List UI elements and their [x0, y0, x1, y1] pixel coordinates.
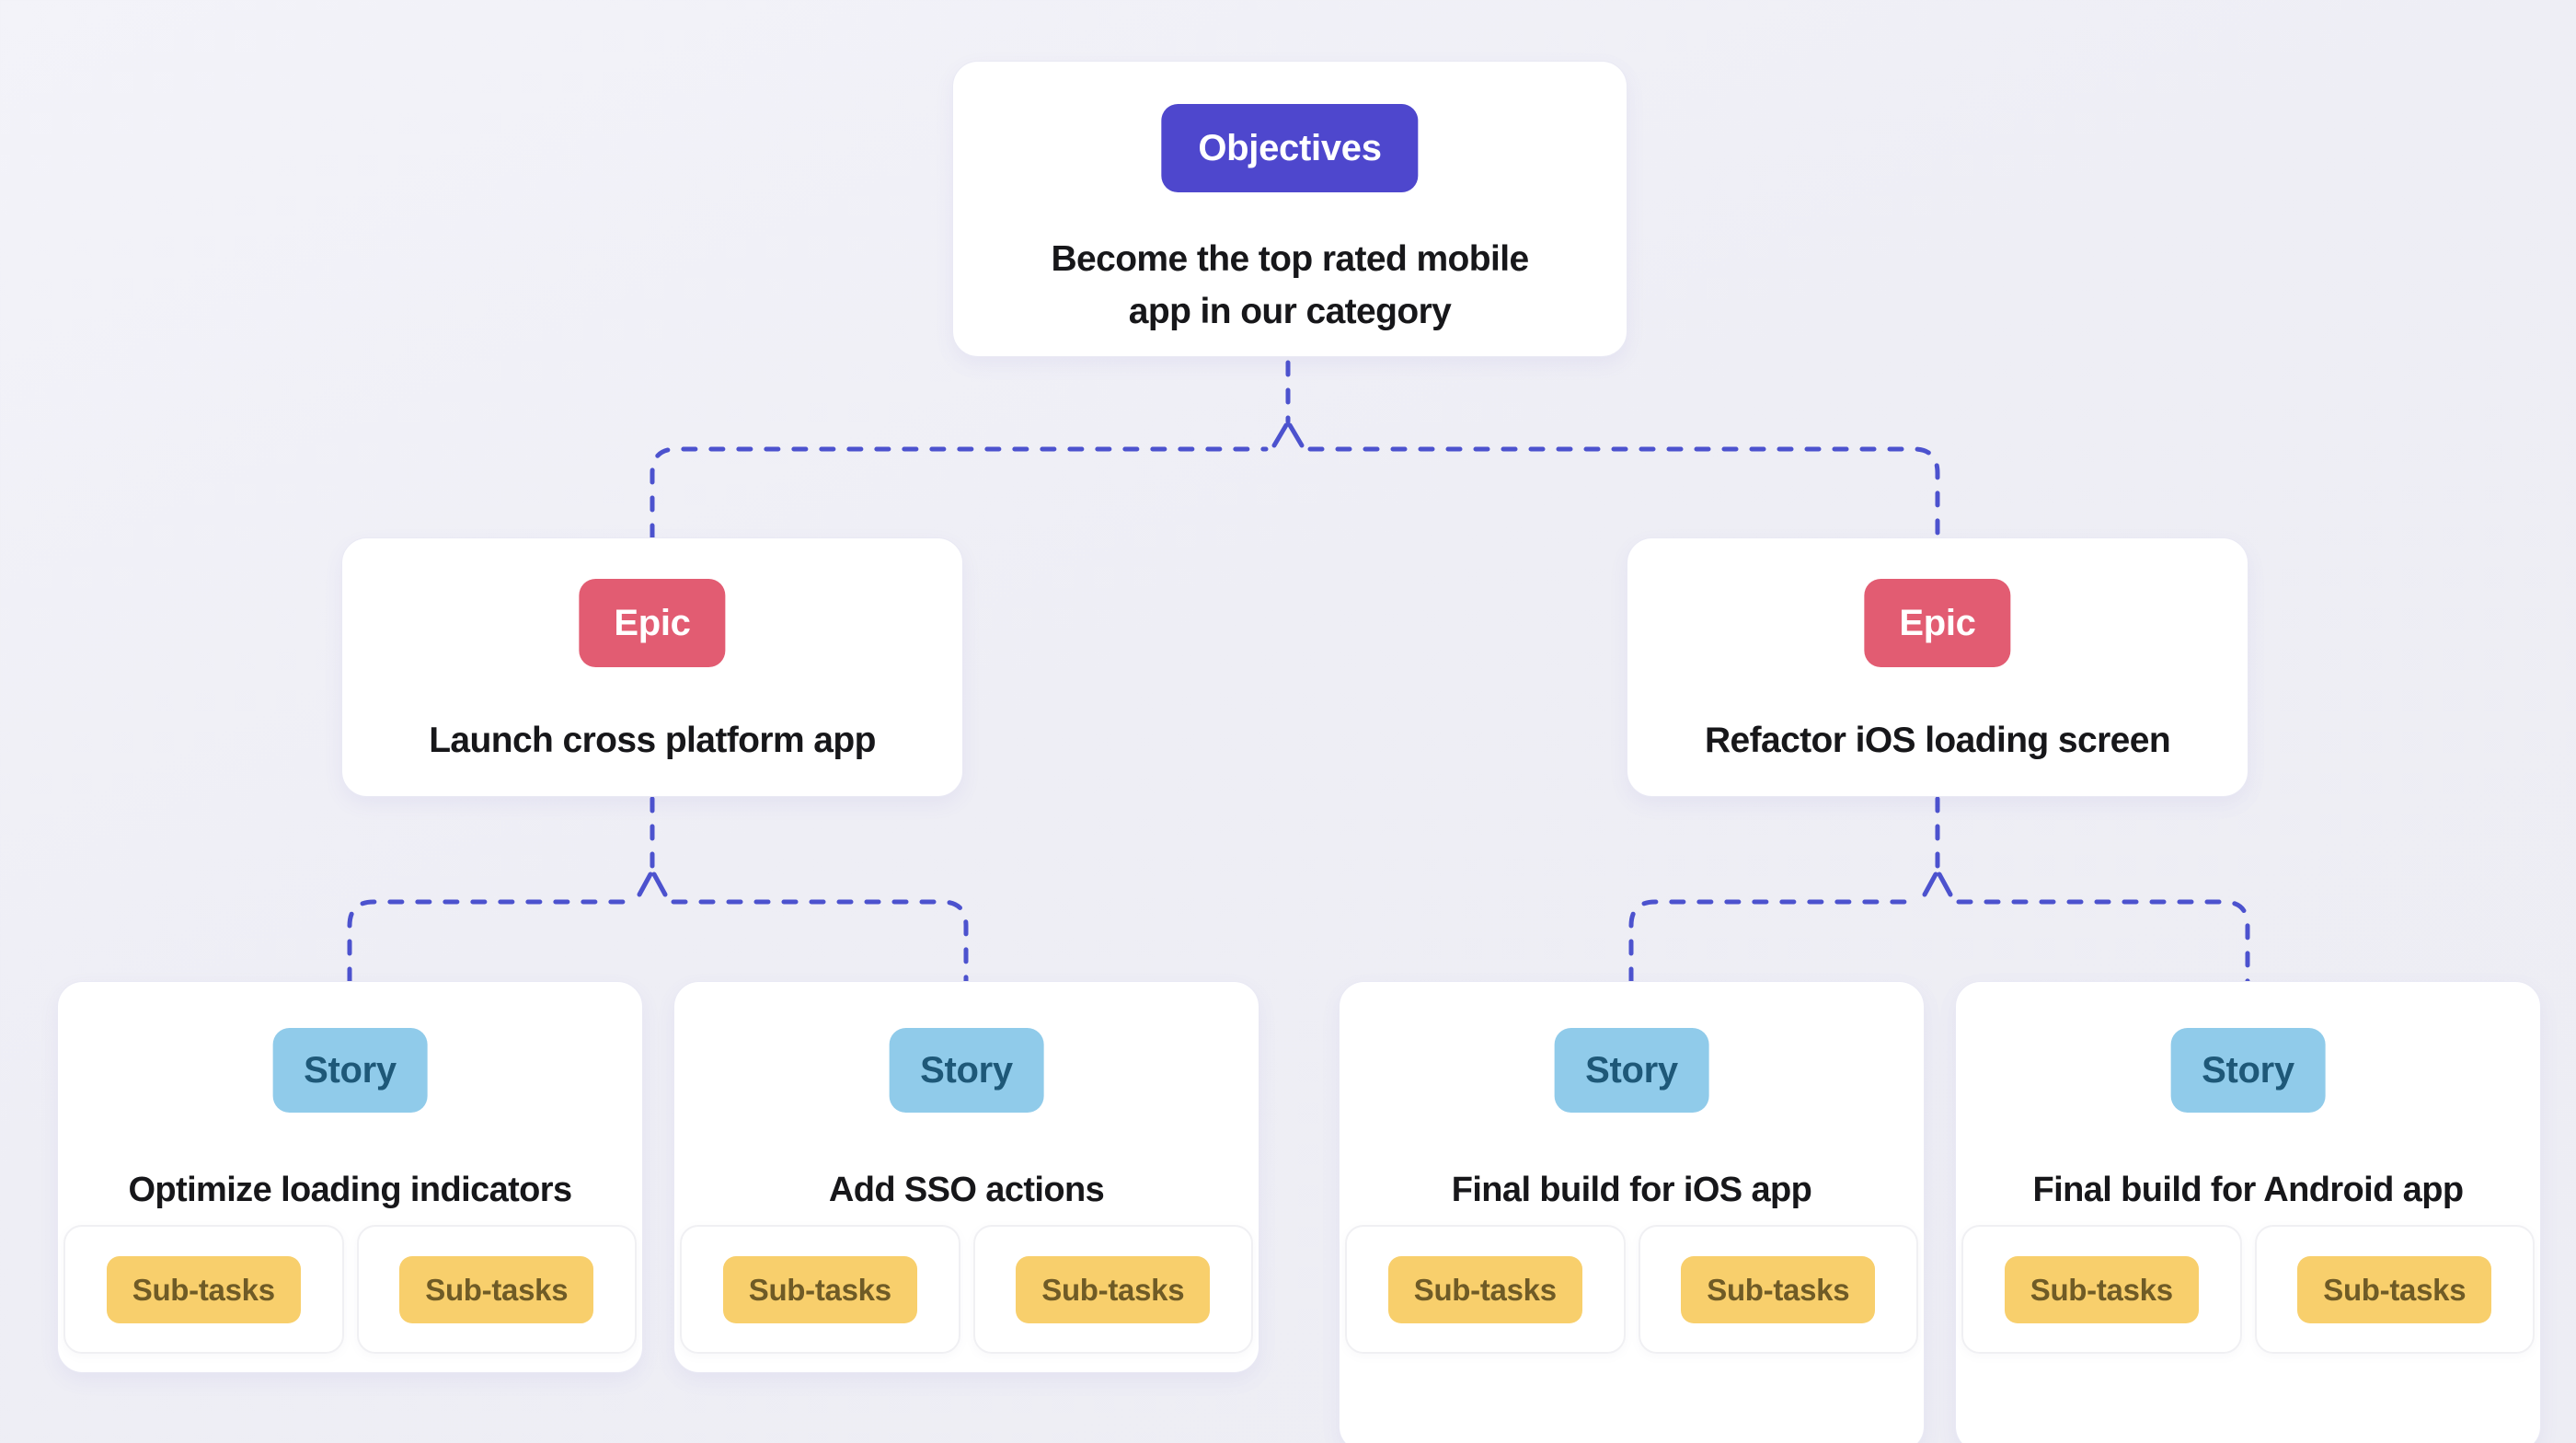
connector-objective-fork-left	[1271, 422, 1289, 448]
connector-rail-story4	[1956, 899, 2250, 984]
story-badge: Story	[1554, 1028, 1709, 1113]
story-card[interactable]: Story Final build for iOS app Sub-tasks …	[1339, 981, 1925, 1443]
connector-rail-epic-left	[650, 446, 1269, 540]
subtask-card[interactable]: Sub-tasks	[1638, 1225, 1918, 1354]
subtask-card[interactable]: Sub-tasks	[2254, 1225, 2535, 1354]
connector-epic2-fork-left	[1922, 872, 1938, 897]
subtask-row: Sub-tasks Sub-tasks	[1345, 1225, 1918, 1354]
subtask-row: Sub-tasks Sub-tasks	[63, 1225, 637, 1354]
connector-epic1-fork-left	[637, 872, 653, 897]
epic-title: Refactor iOS loading screen	[1704, 721, 2171, 760]
subtask-card[interactable]: Sub-tasks	[1961, 1225, 2242, 1354]
objective-title-line1: Become the top rated mobile	[1051, 239, 1529, 279]
story-title: Final build for iOS app	[1451, 1171, 1812, 1209]
subtask-row: Sub-tasks Sub-tasks	[680, 1225, 1253, 1354]
connector-rail-story1	[347, 899, 634, 984]
connector-rail-story3	[1628, 899, 1919, 984]
epic-card[interactable]: Epic Launch cross platform app	[341, 537, 963, 797]
connector-epic2-fork-right	[1937, 872, 1953, 897]
objective-card[interactable]: Objectives Become the top rated mobile a…	[952, 61, 1627, 357]
story-card[interactable]: Story Optimize loading indicators Sub-ta…	[57, 981, 643, 1373]
subtask-card[interactable]: Sub-tasks	[356, 1225, 637, 1354]
subtask-card[interactable]: Sub-tasks	[680, 1225, 960, 1354]
objective-badge: Objectives	[1161, 104, 1419, 192]
subtask-badge: Sub-tasks	[399, 1255, 594, 1323]
connector-rail-epic-right	[1307, 446, 1940, 540]
story-card[interactable]: Story Final build for Android app Sub-ta…	[1955, 981, 2541, 1443]
subtask-badge: Sub-tasks	[2004, 1255, 2199, 1323]
story-title: Add SSO actions	[828, 1171, 1105, 1209]
subtask-card[interactable]: Sub-tasks	[1345, 1225, 1626, 1354]
subtask-badge: Sub-tasks	[1681, 1255, 1876, 1323]
epic-card[interactable]: Epic Refactor iOS loading screen	[1627, 537, 2248, 797]
subtask-badge: Sub-tasks	[1387, 1255, 1582, 1323]
subtask-badge: Sub-tasks	[106, 1255, 301, 1323]
story-badge: Story	[2170, 1028, 2326, 1113]
objective-title-line2: app in our category	[1128, 292, 1452, 331]
story-card[interactable]: Story Add SSO actions Sub-tasks Sub-task…	[673, 981, 1259, 1373]
subtask-badge: Sub-tasks	[1016, 1255, 1211, 1323]
subtask-badge: Sub-tasks	[722, 1255, 917, 1323]
subtask-row: Sub-tasks Sub-tasks	[1961, 1225, 2535, 1354]
connector-rail-story2	[671, 899, 969, 984]
story-title: Final build for Android app	[2032, 1171, 2465, 1209]
story-badge: Story	[272, 1028, 428, 1113]
epic-badge: Epic	[579, 579, 726, 667]
subtask-badge: Sub-tasks	[2297, 1255, 2492, 1323]
connector-epic1-fork-right	[651, 872, 668, 897]
story-badge: Story	[889, 1028, 1044, 1113]
epic-title: Launch cross platform app	[429, 721, 876, 760]
subtask-card[interactable]: Sub-tasks	[972, 1225, 1253, 1354]
connector-objective-fork-right	[1287, 422, 1305, 448]
objective-title: Become the top rated mobile app in our c…	[953, 233, 1627, 338]
epic-badge: Epic	[1864, 579, 2011, 667]
subtask-card[interactable]: Sub-tasks	[63, 1225, 344, 1354]
story-title: Optimize loading indicators	[128, 1171, 572, 1209]
